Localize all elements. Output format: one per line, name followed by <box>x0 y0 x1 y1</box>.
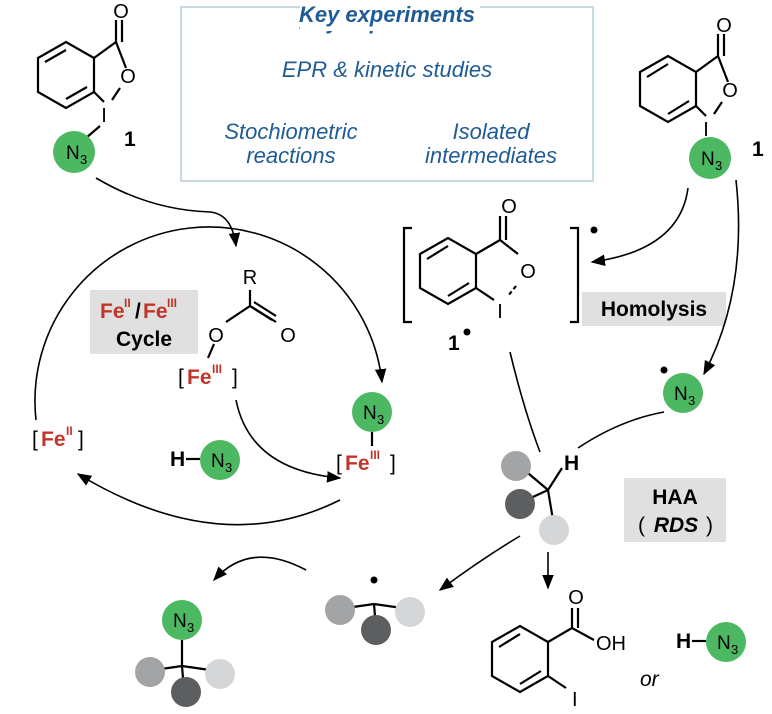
cycle-fe3-ox: III <box>167 296 177 310</box>
cycle-fe2: Fe <box>100 300 125 323</box>
c1l-ring-o: O <box>120 66 136 88</box>
fe3n3-ox: III <box>370 448 380 462</box>
carboxylate-r: R <box>243 267 257 289</box>
fe2-bracket-r: ] <box>78 428 84 451</box>
fe3-carb-fe: Fe <box>187 366 212 389</box>
arrow-homolysis-to-azide-radical <box>703 179 740 376</box>
product-azide-n: N <box>173 611 187 632</box>
arrow-to-product <box>213 556 307 582</box>
fe3n3-azide-badge <box>352 392 392 432</box>
substrate-h: H <box>564 452 579 475</box>
carbon-radical <box>325 576 425 645</box>
c1l-iodine: I <box>101 105 107 127</box>
cycle-arc-top <box>34 226 387 421</box>
c1r-ring-o: O <box>722 80 738 102</box>
carboxylate-o: O <box>208 325 224 347</box>
hn3-sub: 3 <box>225 460 232 475</box>
rds-paren-r: ) <box>706 514 713 537</box>
radical-1-label: 1 <box>448 332 460 355</box>
c1r-azide-n: N <box>701 149 715 170</box>
azide-radical-n: N <box>674 384 688 405</box>
c1r-carbonyl-o: O <box>716 15 732 37</box>
hn3-azide-badge <box>200 440 240 480</box>
key-experiment-stoichiometric: Stochiometric reactions <box>224 119 358 168</box>
acid-oh: OH <box>596 633 626 655</box>
iodobenzoic-acid <box>490 608 595 694</box>
product-alkyl-azide <box>135 640 235 707</box>
radical-1-structure <box>402 216 580 324</box>
fe2-fe: Fe <box>41 428 66 451</box>
azide-badge-c1l <box>53 131 95 173</box>
cycle-fe3: Fe <box>143 300 168 323</box>
byproduct-n: N <box>717 633 731 654</box>
rad1-iodine: I <box>497 301 503 323</box>
compound-1-right <box>638 34 730 151</box>
carboxylate-o2: O <box>280 325 296 347</box>
arrow-homolysis-to-radical1 <box>590 187 689 266</box>
compound-1-label-right: 1 <box>752 138 764 161</box>
haa-label: HAA <box>652 486 698 509</box>
fe2-ox: II <box>66 424 73 438</box>
or-label: or <box>640 668 660 691</box>
fe3-carb-bracket-l: [ <box>178 366 184 389</box>
fe2-bracket-l: [ <box>32 428 38 451</box>
key-experiment-isolated: Isolated intermediates <box>424 119 558 168</box>
fe3n3-fe: Fe <box>345 452 370 475</box>
c1l-carbonyl-o: O <box>113 1 129 23</box>
cycle-label-bg <box>90 290 198 354</box>
fe3n3-sub: 3 <box>377 412 384 427</box>
substrate-ch <box>501 451 569 545</box>
homolysis-label-bg <box>582 292 726 326</box>
c1l-azide-n: N <box>66 143 80 164</box>
rad1-carbonyl-o: O <box>501 196 517 218</box>
key-experiments-title-gap <box>300 1 480 31</box>
fe3n3-bracket-r: ] <box>390 452 396 475</box>
azide-radical-sub: 3 <box>688 393 695 408</box>
arrow-azide-radical-haa <box>577 411 665 449</box>
product-azide-badge <box>162 600 202 640</box>
byproduct-sub: 3 <box>731 642 738 657</box>
hn3-h: H <box>170 448 185 471</box>
radical-dot-1 <box>590 226 598 234</box>
haa-label-bg <box>624 478 726 542</box>
compound-1-left <box>36 20 128 139</box>
fe3-carboxylate <box>206 290 277 359</box>
byproduct-h: H <box>676 630 691 653</box>
homolysis-label: Homolysis <box>601 298 707 321</box>
arrow-c1-into-cycle <box>95 177 241 248</box>
rad1-ring-o: O <box>520 261 536 283</box>
cycle-arc-bottom <box>76 473 341 526</box>
c1l-azide-sub: 3 <box>80 152 87 167</box>
azide-radical-dot <box>660 366 668 374</box>
byproduct-azide-badge <box>706 622 746 662</box>
arrow-carboxylate-to-fe3n3 <box>235 399 342 483</box>
c1r-iodine: I <box>703 119 709 141</box>
fe3-carb-ox: III <box>212 362 222 376</box>
cycle-label: Cycle <box>116 328 172 351</box>
acid-iodine: I <box>572 689 578 711</box>
rds-paren-l: ( <box>638 514 645 537</box>
radical-dot-1-label <box>463 328 471 336</box>
product-azide-sub: 3 <box>187 620 194 635</box>
arrow-radical1-haa <box>509 351 541 453</box>
azide-radical-badge <box>663 373 703 413</box>
acid-carbonyl-o: O <box>568 587 584 609</box>
arrow-substrate-to-carbon-radical <box>438 535 521 591</box>
azide-badge-c1r <box>689 137 731 179</box>
cycle-slash: / <box>135 300 141 323</box>
fe3n3-n: N <box>363 403 377 424</box>
hn3-n: N <box>211 451 225 472</box>
cycle-fe2-ox: II <box>124 296 131 310</box>
rds-label: RDS <box>654 514 698 537</box>
key-experiments-heading: Key experiments <box>298 2 476 27</box>
fe3-carb-bracket-r: ] <box>232 366 238 389</box>
fe3n3-bracket-l: [ <box>336 452 342 475</box>
key-experiment-epr: EPR & kinetic studies <box>281 57 493 82</box>
c1r-azide-sub: 3 <box>715 158 722 173</box>
compound-1-label-left: 1 <box>124 128 136 151</box>
